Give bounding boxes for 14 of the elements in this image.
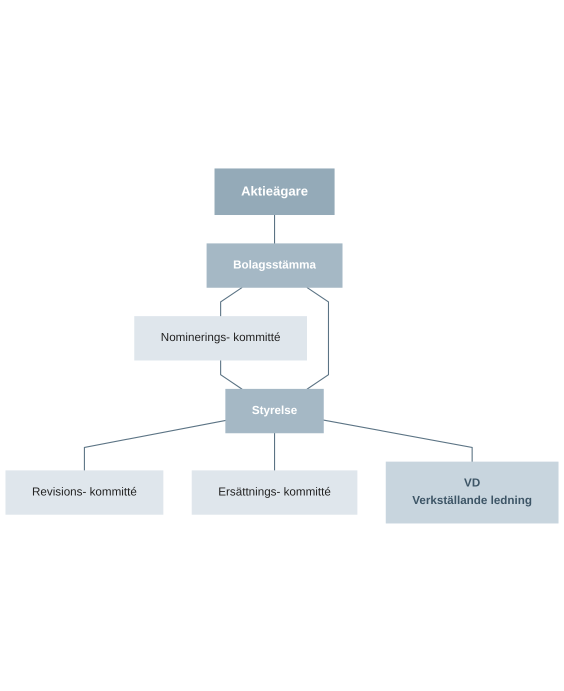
node-box: Aktieägare — [214, 168, 335, 215]
node-box: Revisions- kommitté — [5, 470, 164, 514]
connector — [274, 432, 276, 470]
connector — [220, 360, 242, 390]
connector — [274, 214, 276, 244]
connector — [84, 419, 226, 470]
node-box: Nominerings- kommitté — [134, 316, 308, 360]
node-box: VD Verkställande ledning — [386, 461, 559, 523]
connector — [323, 419, 473, 462]
node-box: Styrelse — [225, 388, 324, 433]
node-box: Ersättnings- kommitté — [192, 470, 358, 514]
connector — [220, 286, 242, 316]
node-box: Bolagsstämma — [206, 242, 343, 288]
connector — [306, 286, 330, 390]
